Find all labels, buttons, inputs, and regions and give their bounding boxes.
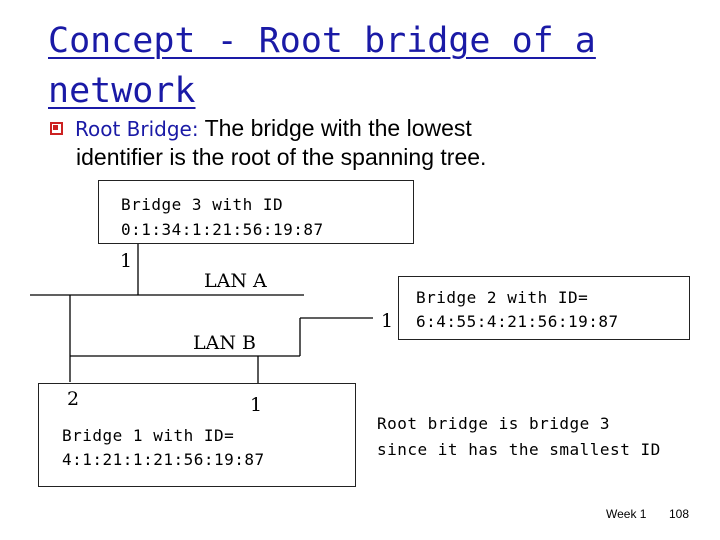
bridge-2-box: Bridge 2 with ID= 6:4:55:4:21:56:19:87 xyxy=(398,276,690,340)
footer-week: Week 1 xyxy=(606,507,647,521)
lan-b-label: LAN B xyxy=(193,332,256,354)
bridge-1-port-right-label: 1 xyxy=(250,394,263,416)
bridge-1-port-left-label: 2 xyxy=(67,388,80,410)
bridge-3-id: 0:1:34:1:21:56:19:87 xyxy=(121,220,324,239)
bridge-2-label: Bridge 2 with ID= xyxy=(416,288,589,307)
bridge-3-label: Bridge 3 with ID xyxy=(121,195,284,214)
bullet-square-icon xyxy=(50,122,63,135)
bridge-3-box: Bridge 3 with ID 0:1:34:1:21:56:19:87 xyxy=(98,180,414,244)
conclusion-line-2: since it has the smallest ID xyxy=(377,440,661,459)
bullet-point: Root Bridge: The bridge with the lowest xyxy=(50,114,690,144)
bullet-term: Root Bridge: xyxy=(75,117,199,141)
bullet-text: The bridge with the lowest xyxy=(198,115,472,141)
conclusion-line-1: Root bridge is bridge 3 xyxy=(377,414,611,433)
lan-a-label: LAN A xyxy=(204,270,267,292)
slide-title: Concept - Root bridge of a network xyxy=(48,21,596,111)
bridge-2-port-label: 1 xyxy=(381,310,394,332)
bridge-1-label: Bridge 1 with ID= xyxy=(62,426,235,445)
bridge-1-box: 2 1 Bridge 1 with ID= 4:1:21:1:21:56:19:… xyxy=(38,383,356,487)
bridge-3-port-label: 1 xyxy=(120,250,133,272)
footer-page-number: 108 xyxy=(669,507,690,521)
bridge-2-id: 6:4:55:4:21:56:19:87 xyxy=(416,312,619,331)
bridge-1-id: 4:1:21:1:21:56:19:87 xyxy=(62,450,265,469)
bullet-continuation: identifier is the root of the spanning t… xyxy=(76,144,487,170)
